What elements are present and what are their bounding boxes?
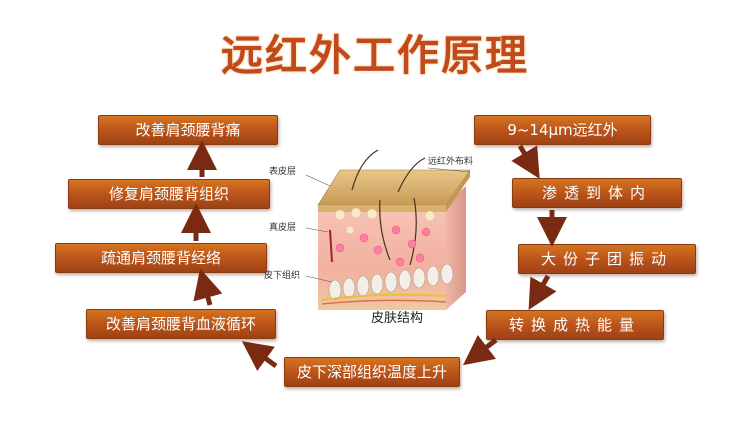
arrow-bottom-right	[463, 334, 498, 366]
box-clear-meridians: 疏通肩颈腰背经络	[55, 243, 267, 273]
label-subcutaneous: 皮下组织	[264, 269, 300, 281]
skin-diagram	[305, 149, 471, 310]
box-improve-circulation: 改善肩颈腰背血液循环	[86, 309, 276, 339]
arrow-down-1	[511, 144, 540, 179]
label-dermis: 真皮层	[269, 221, 296, 233]
right-arrows	[463, 144, 567, 366]
box-improve-pain: 改善肩颈腰背痛	[98, 115, 278, 145]
box-convert-heat: 转换成热能量	[486, 310, 664, 340]
label-epidermis: 表皮层	[269, 165, 296, 177]
box-penetrate: 渗透到体内	[512, 178, 682, 208]
box-repair-tissue: 修复肩颈腰背组织	[68, 179, 270, 209]
page-title: 远红外工作原理	[220, 31, 529, 80]
arrow-up-3	[193, 268, 223, 306]
box-molecule-vibration: 大份子团振动	[518, 244, 696, 274]
box-temperature-rise: 皮下深部组织温度上升	[284, 357, 460, 387]
arrow-down-3	[528, 274, 557, 311]
label-far-infrared-fabric: 远红外布料	[428, 155, 473, 167]
box-far-infrared: 9~14μm远红外	[474, 115, 651, 145]
arrow-bottom-left	[241, 341, 278, 371]
skin-diagram-caption: 皮肤结构	[370, 311, 423, 326]
left-arrows	[181, 140, 278, 371]
